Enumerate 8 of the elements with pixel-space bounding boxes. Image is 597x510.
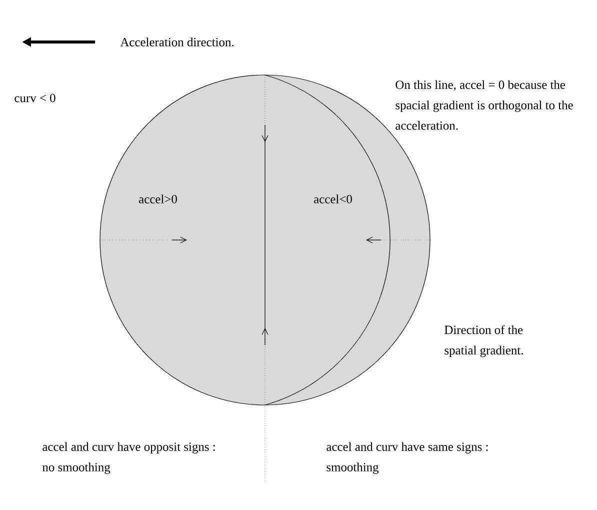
label-text: accel<0: [314, 194, 352, 204]
label-text: accel and curv have same signs : smoothing: [326, 442, 488, 474]
legend-label: Acceleration direction.: [120, 38, 234, 46]
label-text: Direction of the spatial gradient.: [444, 325, 523, 358]
label-text: accel>0: [139, 194, 177, 204]
label-text: curv < 0: [14, 94, 56, 102]
label-text: accel and curv have opposit signs : no smoothing: [42, 442, 215, 474]
label-text: On this line, accel = 0 because the spacial gradient is orthogonal to the acceleration.: [396, 80, 573, 130]
